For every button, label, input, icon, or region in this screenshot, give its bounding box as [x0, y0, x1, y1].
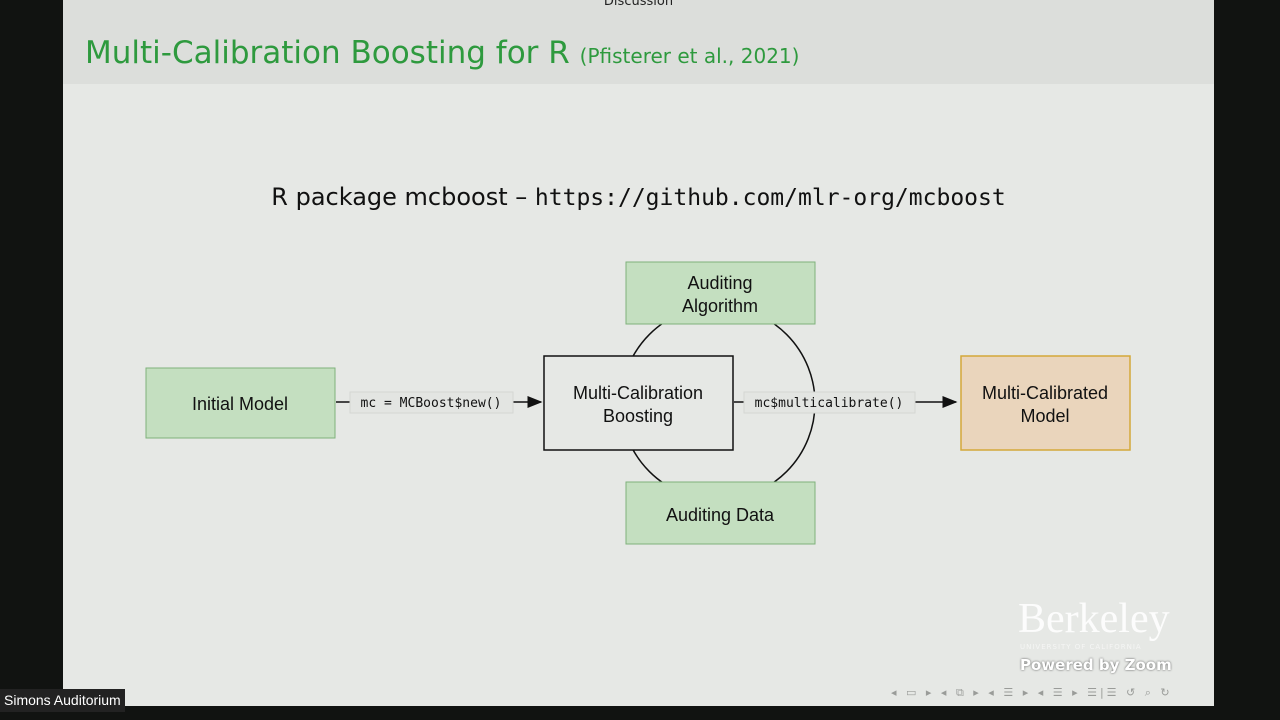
citation: (Pfisterer et al., 2021) [579, 44, 800, 68]
edge-label-new: mc = MCBoost$new() [361, 396, 502, 411]
auditing-data-box: Auditing Data [625, 481, 816, 545]
berkeley-logo: Berkeley [1018, 596, 1170, 642]
berkeley-logo-sub: UNIVERSITY OF CALIFORNIA [1020, 643, 1142, 651]
participant-name: Simons Auditorium [0, 689, 125, 712]
title-text: Multi-Calibration Boosting for R [85, 35, 570, 71]
diagram: Initial Model Multi-Calibration Boosting… [145, 261, 1131, 545]
beamer-navigation[interactable]: ◂ ▭ ▸ ◂ ⧉ ▸ ◂ ☰ ▸ ◂ ☰ ▸ ☰|☰ ↺ ⌕ ↻ [891, 686, 1173, 699]
repo-url[interactable]: https://github.com/mlr-org/mcboost [534, 185, 1006, 211]
powered-by-zoom: Powered by Zoom [1020, 656, 1172, 674]
calibrated-model-box: Multi-Calibrated Model [960, 355, 1131, 451]
boosting-label-2: Boosting [603, 406, 673, 426]
auditing-data-label: Auditing Data [666, 505, 775, 525]
calibrated-label-1: Multi-Calibrated [982, 383, 1108, 403]
package-text: R package mcboost – [271, 183, 528, 211]
calibrated-label-2: Model [1020, 406, 1069, 426]
section-name: Discussion [603, 0, 674, 9]
slide-header: Discussion Multi-Calibration Boosting fo… [63, 0, 1214, 84]
auditing-algorithm-label-1: Auditing [687, 273, 752, 293]
initial-model-label: Initial Model [192, 394, 288, 414]
package-line: R package mcboost – https://github.com/m… [63, 182, 1214, 213]
auditing-algorithm-box: Auditing Algorithm [625, 261, 816, 325]
boosting-label-1: Multi-Calibration [573, 383, 703, 403]
auditing-algorithm-label-2: Algorithm [682, 296, 758, 316]
initial-model-box: Initial Model [145, 367, 336, 439]
edge-label-calibrate: mc$multicalibrate() [755, 396, 904, 411]
boosting-box: Multi-Calibration Boosting [543, 355, 734, 451]
slide-title: Multi-Calibration Boosting for R (Pfiste… [85, 34, 799, 75]
slide: Discussion Multi-Calibration Boosting fo… [63, 0, 1214, 706]
